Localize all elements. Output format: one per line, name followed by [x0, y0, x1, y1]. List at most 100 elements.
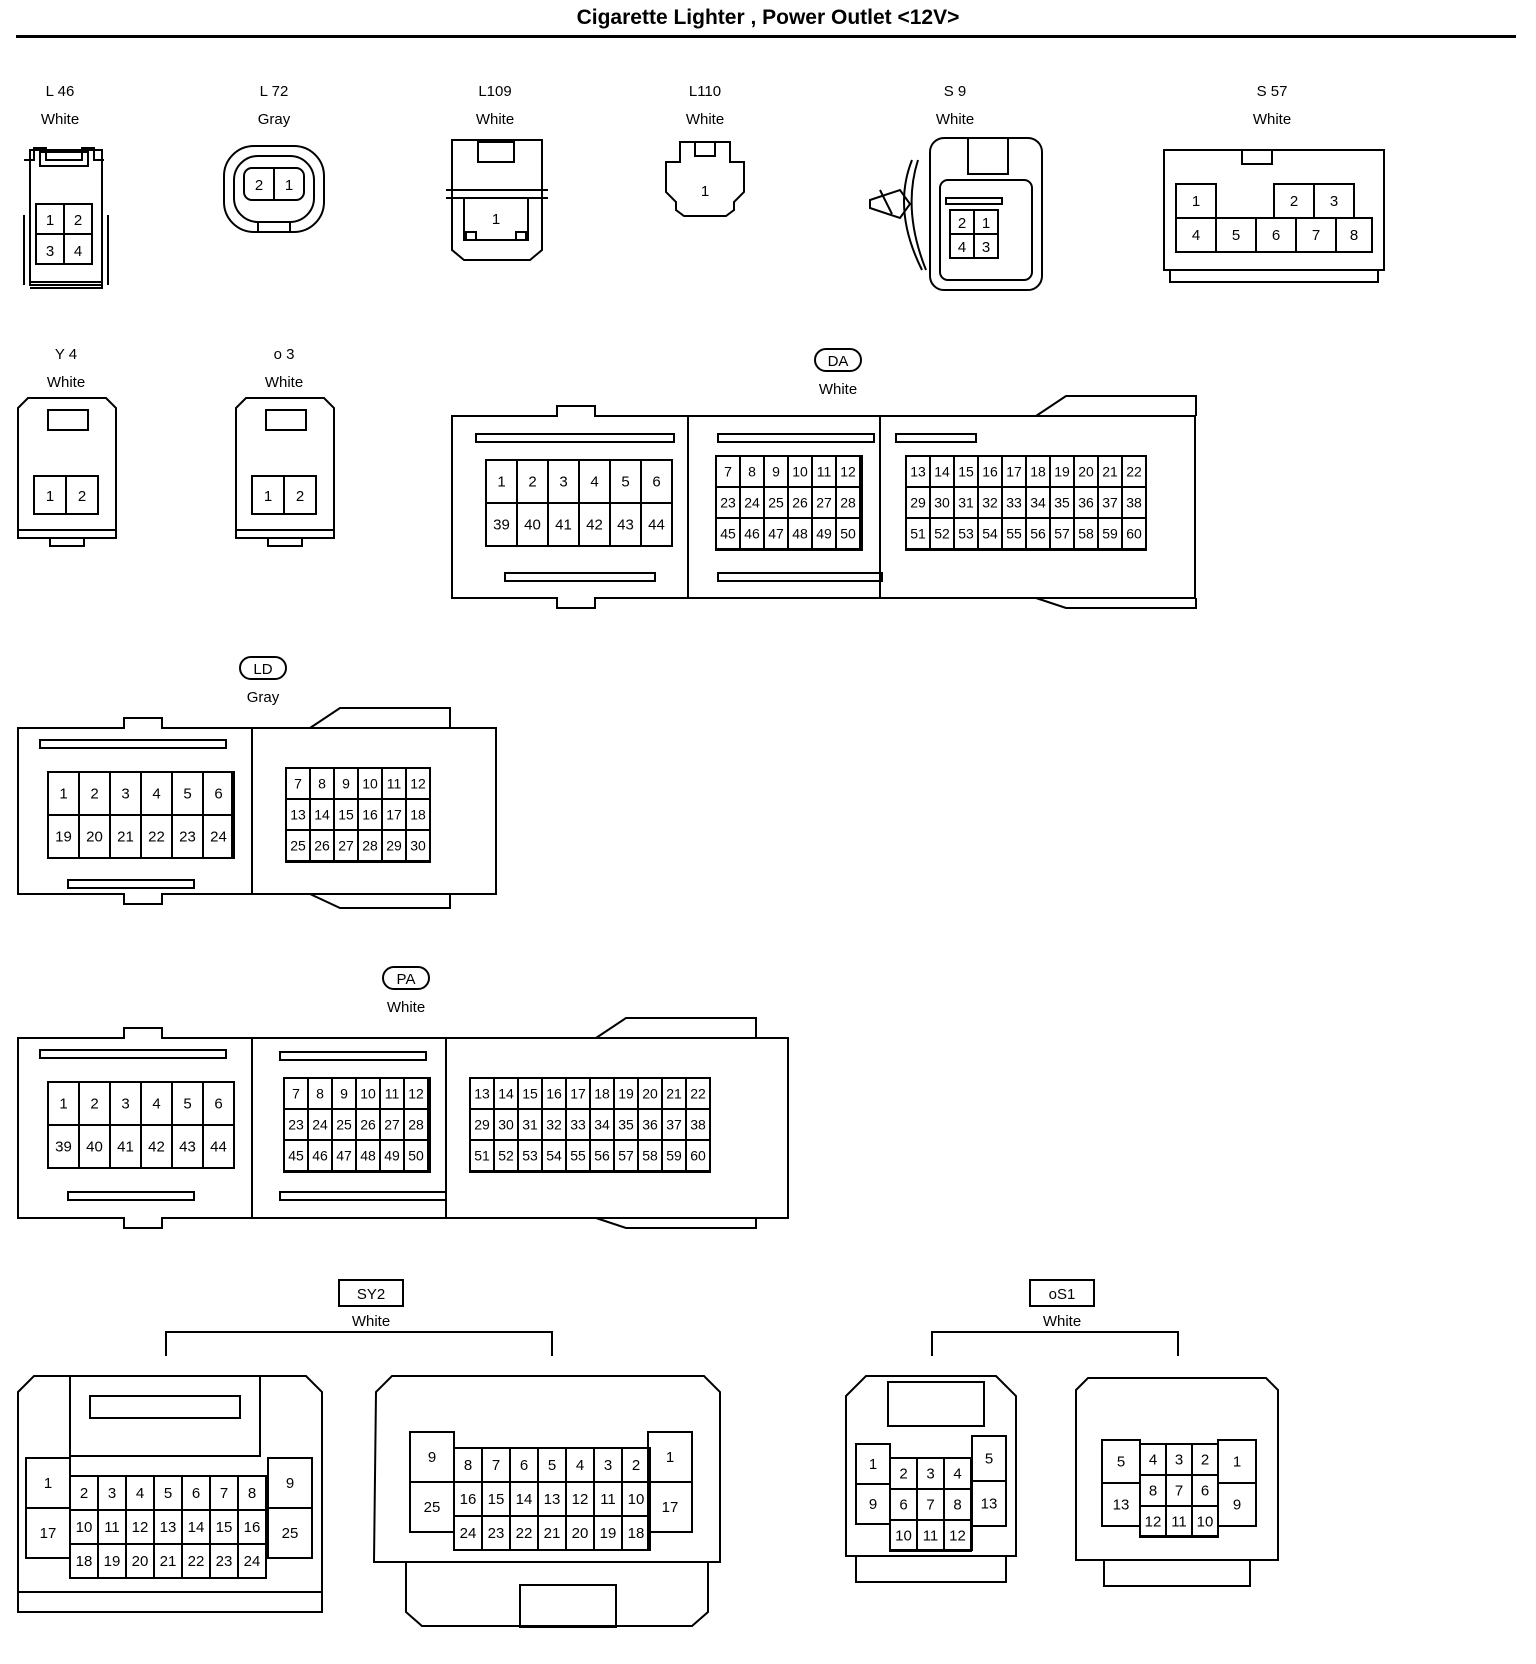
da-mid-pin: 45	[720, 526, 736, 542]
da-mid-pin: 24	[744, 495, 760, 511]
pa-mid-pin: 50	[408, 1148, 424, 1164]
sy2b-pin: 23	[488, 1525, 505, 1542]
os1a-side-pin: 13	[981, 1496, 998, 1513]
da-right-pin: 15	[958, 464, 974, 480]
connector-ld-id: LD	[253, 661, 272, 678]
da-right-pin: 33	[1006, 495, 1022, 511]
connector-sy2-id: SY2	[357, 1286, 385, 1303]
pa-mid-pin: 23	[288, 1117, 304, 1133]
y4-pin: 1	[46, 488, 54, 505]
ld-mid-cell	[405, 829, 431, 862]
da-mid-pin: 12	[840, 464, 856, 480]
os1b-side-cell	[1101, 1482, 1141, 1527]
pa-left-pin: 6	[214, 1096, 222, 1113]
s57-pin: 1	[1192, 193, 1200, 210]
connector-os1-id: oS1	[1049, 1286, 1076, 1303]
pa-right-pin: 55	[570, 1148, 586, 1164]
sy2b-pin: 20	[572, 1525, 589, 1542]
sy2a-pin: 14	[188, 1519, 205, 1536]
ld-mid-pin: 7	[294, 776, 302, 792]
o3-pin: 1	[264, 488, 272, 505]
ld-left-pin: 23	[179, 829, 196, 846]
sy2a-pin: 7	[220, 1485, 228, 1502]
da-left-pin: 44	[648, 517, 665, 534]
l109-pin: 1	[492, 211, 500, 228]
os1a-pin: 3	[926, 1466, 934, 1483]
os1a-side-pin: 1	[869, 1456, 877, 1473]
da-mid-pin: 10	[792, 464, 808, 480]
ld-left-pin: 3	[121, 786, 129, 803]
pa-mid-cell	[403, 1139, 429, 1172]
os1b-side-cell	[1217, 1482, 1257, 1527]
sy2a-side-cell	[25, 1507, 71, 1559]
connector-pa-color: White	[387, 999, 425, 1016]
s9-pin: 3	[982, 239, 990, 256]
s9-pin: 2	[958, 215, 966, 232]
pa-right-pin: 32	[546, 1117, 562, 1133]
da-right-pin: 17	[1006, 464, 1022, 480]
os1a-pin: 8	[953, 1497, 961, 1514]
da-left-pin: 2	[528, 474, 536, 491]
da-right-pin: 60	[1126, 526, 1142, 542]
da-left-pin: 43	[617, 517, 634, 534]
sy2b-pin: 4	[576, 1457, 584, 1474]
sy2b-side-cell	[409, 1481, 455, 1533]
sy2b-pin: 12	[572, 1491, 589, 1508]
sy2b-pin: 15	[488, 1491, 505, 1508]
connector-l109-id: L109	[478, 83, 511, 100]
ld-left-pin: 22	[148, 829, 165, 846]
sy2a-side-pin: 9	[286, 1475, 294, 1492]
connector-os1-color: White	[1043, 1313, 1081, 1330]
pa-mid-pin: 45	[288, 1148, 304, 1164]
s9-pin: 1	[982, 215, 990, 232]
os1b-side-pin: 5	[1117, 1454, 1125, 1471]
ld-left-pin: 21	[117, 829, 134, 846]
da-right-pin: 52	[934, 526, 950, 542]
sy2b-side-pin: 17	[662, 1499, 679, 1516]
pa-right-pin: 15	[522, 1086, 538, 1102]
pa-mid-pin: 9	[340, 1086, 348, 1102]
da-right-pin: 22	[1126, 464, 1142, 480]
sy2a-pin: 6	[192, 1485, 200, 1502]
da-left-pin: 42	[586, 517, 603, 534]
os1b-pin: 12	[1145, 1514, 1162, 1531]
pa-right-pin: 17	[570, 1086, 586, 1102]
ld-left-pin: 2	[90, 786, 98, 803]
sy2a-pin: 18	[76, 1553, 93, 1570]
pa-left-pin: 41	[117, 1139, 134, 1156]
pa-mid-pin: 25	[336, 1117, 352, 1133]
os1a-cell	[943, 1519, 972, 1552]
connector-pa-id: PA	[397, 971, 416, 988]
pa-right-pin: 33	[570, 1117, 586, 1133]
sy2a-pin: 22	[188, 1553, 205, 1570]
l46-pin: 3	[46, 243, 54, 260]
pa-mid-pin: 7	[292, 1086, 300, 1102]
da-right-cell	[1121, 517, 1147, 550]
da-mid-pin: 26	[792, 495, 808, 511]
sy2b-pin: 16	[460, 1491, 477, 1508]
da-left-pin: 6	[652, 474, 660, 491]
da-right-pin: 51	[910, 526, 926, 542]
connector-s9-color: White	[936, 111, 974, 128]
os1b-side-pin: 13	[1113, 1497, 1130, 1514]
sy2b-pin: 5	[548, 1457, 556, 1474]
connector-l46-id: L 46	[46, 83, 75, 100]
da-mid-pin: 23	[720, 495, 736, 511]
da-left-pin: 5	[621, 474, 629, 491]
pa-right-pin: 37	[666, 1117, 682, 1133]
pa-left-pin: 1	[59, 1096, 67, 1113]
sy2a-pin: 20	[132, 1553, 149, 1570]
connector-l46: L 46 White 1 2 3 4	[23, 83, 109, 289]
os1a-pin: 10	[895, 1528, 912, 1545]
da-mid-pin: 7	[724, 464, 732, 480]
l46-pin: 1	[46, 212, 54, 229]
sy2b-pin: 13	[544, 1491, 561, 1508]
os1a-pin: 12	[949, 1528, 966, 1545]
pa-mid-pin: 10	[360, 1086, 376, 1102]
os1b-pin: 2	[1201, 1452, 1209, 1469]
os1a-pin: 6	[899, 1497, 907, 1514]
pa-left-pin: 44	[210, 1139, 227, 1156]
